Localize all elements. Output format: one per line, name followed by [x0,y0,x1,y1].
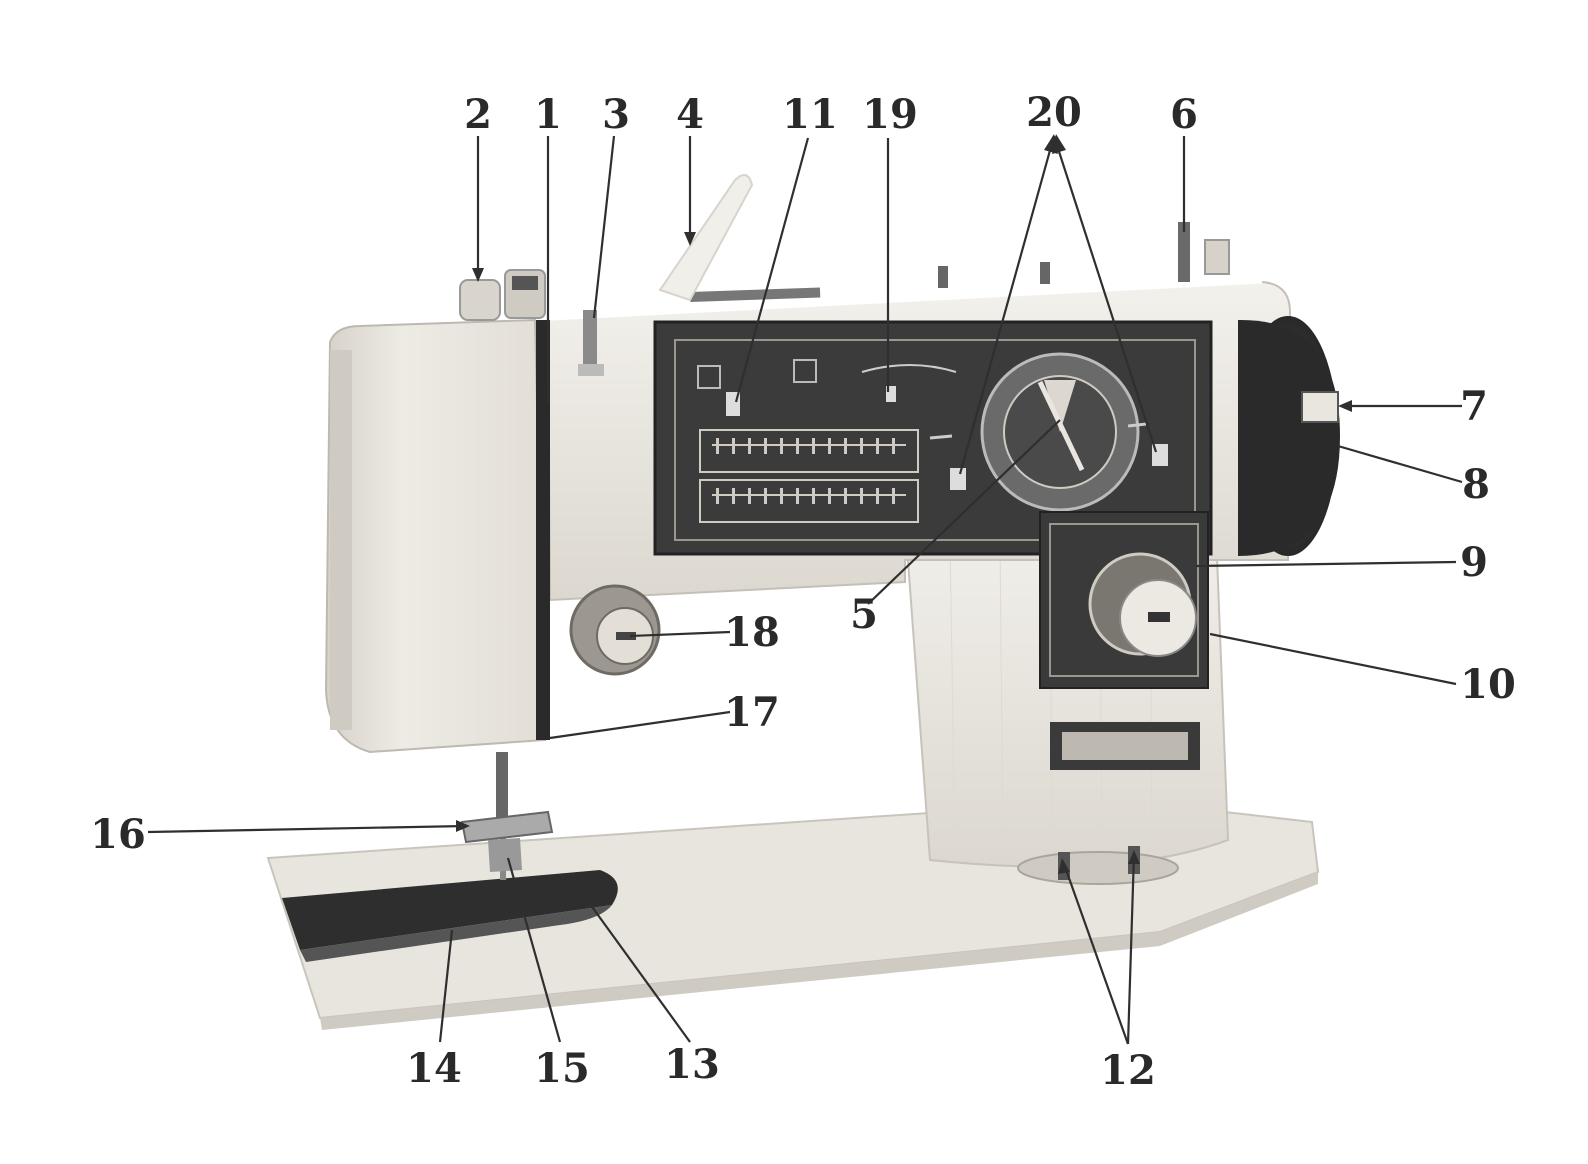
callout-3: 3 [602,91,630,138]
callout-13: 13 [664,1041,720,1088]
callout-8: 8 [1462,461,1490,508]
callout-19: 19 [862,91,918,138]
callout-14: 14 [406,1045,462,1092]
thread-guide [583,310,597,366]
callout-16: 16 [90,811,146,858]
callout-17: 17 [724,689,780,736]
callout-9: 9 [1460,539,1488,586]
clutch-knob [1301,391,1339,423]
callout-labels: 2 1 3 4 11 19 20 6 7 8 9 10 5 18 17 16 1… [90,89,1516,1094]
callout-18: 18 [724,609,780,656]
callout-12: 12 [1100,1047,1156,1094]
presser-foot [460,810,554,844]
spool-pin [658,174,754,302]
callout-6: 6 [1170,91,1198,138]
callout-2: 2 [464,91,492,138]
needle-assembly [460,752,554,880]
leader-lines [147,134,1463,1045]
tension-dial-knob [569,584,661,676]
handwheel [1238,316,1340,556]
callout-5: 5 [850,591,878,638]
callout-20: 20 [1026,89,1082,136]
pressure-knob [459,279,501,321]
callout-15: 15 [534,1045,590,1092]
callout-10: 10 [1460,661,1516,708]
callout-1: 1 [534,91,562,138]
callout-7: 7 [1460,383,1488,430]
stitch-length-panel [1039,511,1209,689]
callout-11: 11 [782,91,838,138]
machine-head [324,269,604,754]
callout-4: 4 [676,91,704,138]
machine-illustration [266,174,1340,1030]
